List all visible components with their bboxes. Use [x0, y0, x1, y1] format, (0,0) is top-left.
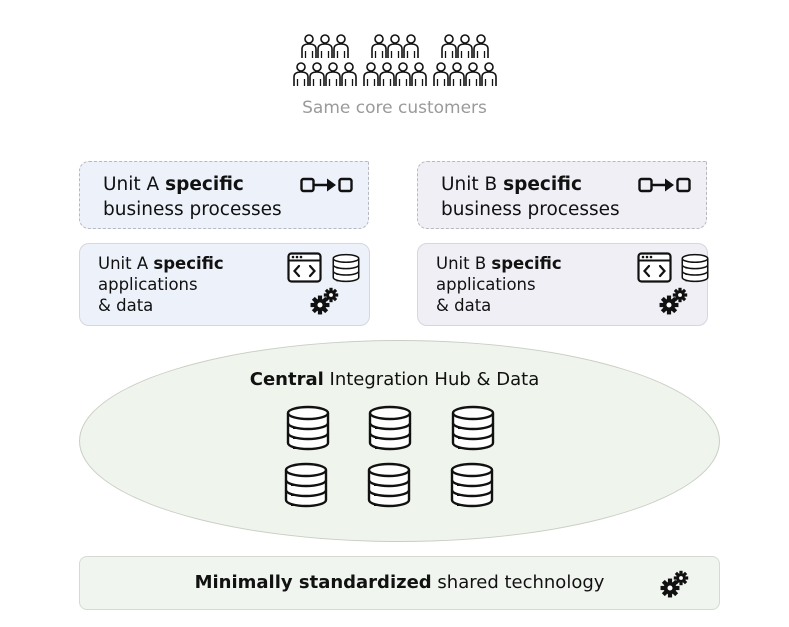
gears-icon — [659, 287, 688, 315]
process-flow-icon — [638, 177, 691, 193]
unit-b-business-processes: Unit B specific business processes — [417, 161, 707, 229]
database-icon — [284, 462, 328, 508]
gears-icon — [310, 287, 339, 315]
unit-a-applications-data: Unit A specific applications & data — [79, 243, 370, 326]
database-icon — [681, 253, 709, 283]
unit-b-bp-label: Unit B specific business processes — [441, 174, 620, 220]
customers-label: Same core customers — [302, 98, 487, 118]
shared-technology: Minimally standardized shared technology — [79, 556, 720, 610]
hub-title: Central Integration Hub & Data — [249, 369, 540, 390]
code-window-icon — [637, 252, 672, 283]
unit-a-app-label: Unit A specific applications & data — [98, 254, 224, 315]
gears-icon — [660, 570, 689, 598]
database-icon — [368, 405, 412, 451]
unit-a-business-processes: Unit A specific business processes — [79, 161, 369, 229]
people-crowd-icon — [293, 34, 497, 87]
database-icon — [451, 405, 495, 451]
unit-a-bp-label: Unit A specific business processes — [103, 174, 282, 220]
tech-label: Minimally standardized shared technology — [194, 572, 605, 593]
unit-b-applications-data: Unit B specific applications & data — [417, 243, 709, 326]
process-flow-icon — [300, 177, 353, 193]
code-window-icon — [287, 252, 322, 283]
database-icon — [367, 462, 411, 508]
database-icon — [286, 405, 330, 451]
database-icon — [450, 462, 494, 508]
unit-b-app-label: Unit B specific applications & data — [436, 254, 562, 315]
database-icon — [332, 253, 360, 283]
